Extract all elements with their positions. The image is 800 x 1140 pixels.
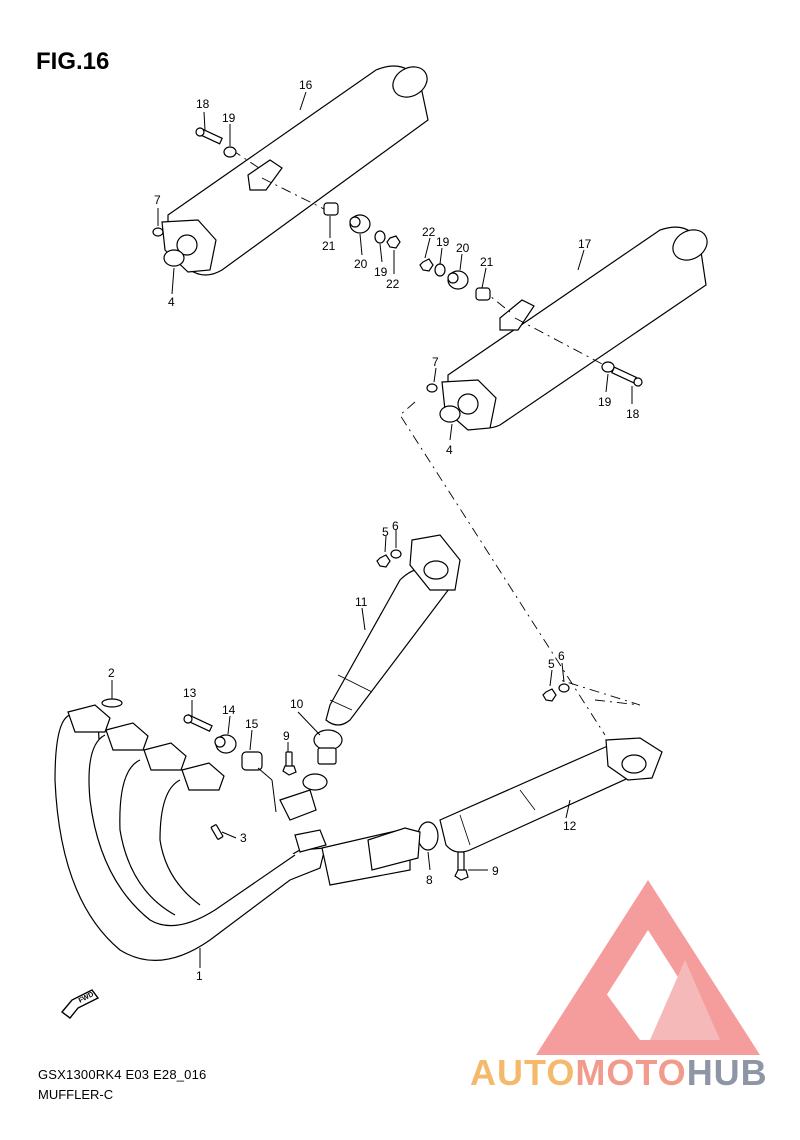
callout-14: 14 [222,703,236,717]
washer-19-upper-b [374,230,386,244]
muffler-right [441,226,708,431]
bolt-18-upper [195,127,223,145]
bush-21-right [475,287,491,301]
callout-9: 9 [283,729,290,743]
callout-18: 18 [626,407,640,421]
gasket-8 [417,821,439,851]
callout-labels: 16 18 19 7 4 21 20 19 22 22 19 20 21 17 … [108,78,640,983]
bolt-13 [183,713,213,733]
bush-21-upper [323,202,339,216]
callout-17: 17 [578,237,592,251]
callout-18: 18 [196,97,210,111]
callout-10: 10 [290,697,304,711]
bolt-9-upper [282,751,297,776]
fwd-arrow-icon [60,989,100,1019]
callout-22: 22 [422,225,436,239]
callout-5: 5 [382,525,389,539]
callout-21: 21 [322,239,336,253]
callout-19: 19 [222,111,236,125]
nut-22-upper [386,235,401,249]
callout-12: 12 [563,819,577,833]
pipe-11 [325,534,461,726]
leader-lines [111,91,633,968]
callout-21: 21 [480,255,494,269]
exhaust-pipe-1 [54,714,421,961]
washer-19-right [434,263,446,277]
callout-3: 3 [240,831,247,845]
gasket-4-upper [163,249,185,267]
callout-1: 1 [196,969,203,983]
nut-5-upper [376,554,391,568]
nut-22-right [419,258,434,272]
bolt-18-right [611,366,643,387]
watermark-logo-icon [536,880,760,1055]
watermark-part-auto: AUTO [470,1052,576,1093]
callout-16: 16 [299,78,313,92]
callout-4: 4 [168,295,175,309]
callout-5: 5 [548,657,555,671]
callout-2: 2 [108,666,115,680]
callout-19: 19 [436,235,450,249]
callout-22: 22 [386,277,400,291]
callout-11: 11 [355,595,368,609]
gasket-2 [101,698,123,708]
gasket-4-right [439,405,461,423]
header-flanges [67,704,225,791]
footer-name: MUFFLER-C [38,1087,114,1102]
washer-19-upper [223,146,237,158]
callout-20: 20 [354,257,368,271]
pipe-12 [439,737,663,853]
footer-code: GSX1300RK4 E03 E28_016 [38,1067,207,1082]
collar-15 [241,751,263,771]
callout-7: 7 [432,355,439,369]
bolt-9-lower [454,851,469,881]
watermark-part-moto: MOTO [575,1052,687,1093]
washer-7-right [426,383,438,393]
callout-4: 4 [446,443,453,457]
callout-8: 8 [426,873,433,887]
figure-title: FIG.16 [36,48,110,75]
callout-19: 19 [374,265,388,279]
cushion-14 [214,734,237,754]
washer-6-lower [558,683,570,693]
washer-7-upper [152,227,164,237]
watermark-text: AUTOMOTOHUB [470,1052,768,1094]
cushion-20-right [447,270,469,290]
callout-19: 19 [598,395,612,409]
nut-5-lower [542,688,557,702]
bolt-3 [210,824,224,840]
callout-6: 6 [392,519,399,533]
callout-7: 7 [154,193,161,207]
callout-6: 6 [558,649,565,663]
clamp-10 [313,729,343,765]
cushion-20-upper [349,214,371,234]
callout-9: 9 [492,864,499,878]
callout-20: 20 [456,241,470,255]
watermark-part-hub: HUB [686,1052,768,1093]
callout-15: 15 [245,717,259,731]
washer-6-upper [390,549,402,559]
callout-13: 13 [183,686,197,700]
